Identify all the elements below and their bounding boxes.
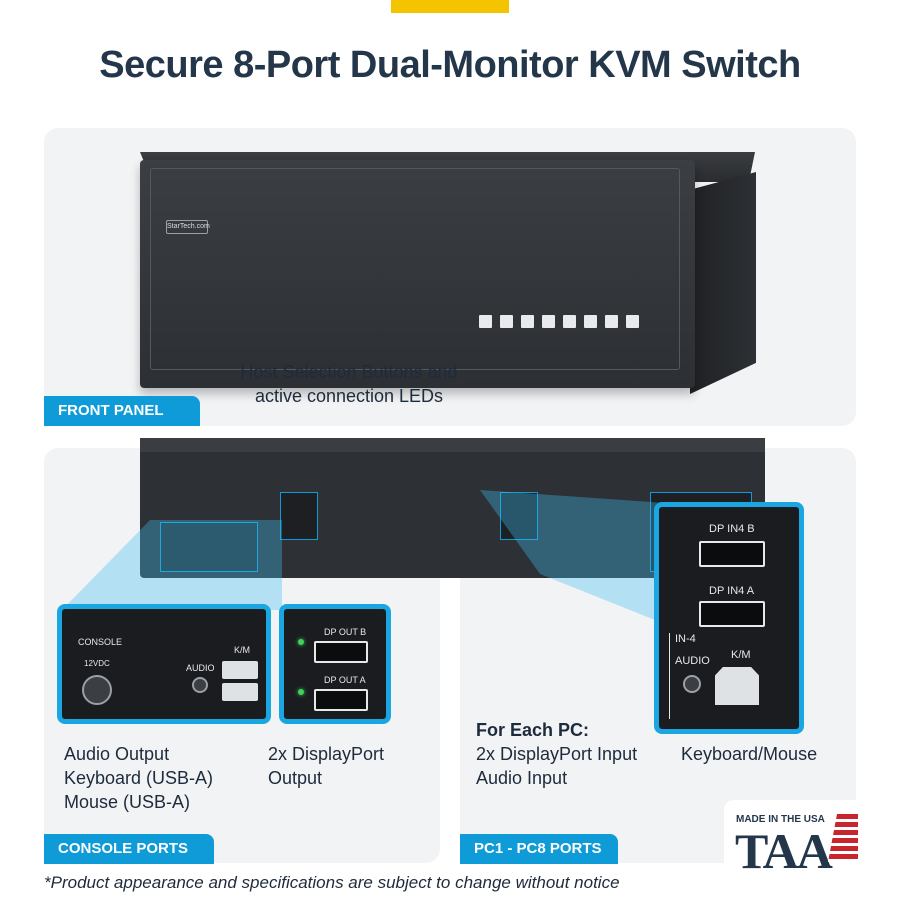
front-caption-line1: Host Selection Buttons and xyxy=(240,362,458,382)
dp-in-b-label: DP IN4 B xyxy=(709,523,755,535)
audio-label: AUDIO xyxy=(186,663,215,673)
host-button xyxy=(521,315,534,328)
console-ports-tag: CONSOLE PORTS xyxy=(44,834,214,864)
device-front-bezel xyxy=(150,168,680,370)
host-button xyxy=(500,315,513,328)
front-panel-tag: FRONT PANEL xyxy=(44,396,200,426)
km-label: K/M xyxy=(234,645,251,655)
pc-audio-jack xyxy=(683,675,701,693)
in-4-label: IN-4 xyxy=(675,633,696,645)
in-divider xyxy=(669,633,670,719)
front-caption: Host Selection Buttons and active connec… xyxy=(224,360,474,408)
console-desc: Audio Output Keyboard (USB-A) Mouse (USB… xyxy=(64,742,213,814)
console-label: CONSOLE xyxy=(78,637,123,647)
desc-line: Audio Input xyxy=(476,768,568,788)
kvm-front-panel-image xyxy=(140,160,695,388)
taa-logo: TAA xyxy=(735,823,833,879)
pc-desc-heading: For Each PC: xyxy=(476,720,590,740)
dp-in-a-port xyxy=(699,601,765,627)
top-accent-bar xyxy=(391,0,509,13)
rear-panel-top xyxy=(140,438,765,452)
desc-line: Output xyxy=(268,768,323,788)
pc-desc: For Each PC: 2x DisplayPort Input Audio … xyxy=(476,718,637,790)
device-side xyxy=(690,172,756,394)
dp-out-a-port xyxy=(314,689,368,711)
pc-km-label: K/M xyxy=(731,649,751,661)
status-led xyxy=(298,689,304,695)
dp-in-a-label: DP IN4 A xyxy=(709,585,755,597)
brand-logo: StarTech.com xyxy=(166,220,210,234)
km-desc: Keyboard/Mouse xyxy=(681,744,818,764)
host-button xyxy=(542,315,555,328)
power-label: 12VDC xyxy=(84,659,110,668)
desc-line: Audio Output xyxy=(64,744,170,764)
page-title: Secure 8-Port Dual-Monitor KVM Switch xyxy=(99,44,801,86)
host-button xyxy=(563,315,576,328)
host-button xyxy=(626,315,639,328)
made-in-usa-label: MADE IN THE USA xyxy=(736,814,825,825)
footer-disclaimer: *Product appearance and specifications a… xyxy=(44,873,620,892)
pc-ports-zoom: DP IN4 B DP IN4 A IN-4 AUDIO K/M xyxy=(654,502,804,734)
host-button xyxy=(479,315,492,328)
host-selection-buttons xyxy=(479,315,639,329)
front-caption-line2: active connection LEDs xyxy=(254,386,444,406)
status-led xyxy=(298,639,304,645)
dp-in-b-port xyxy=(699,541,765,567)
dp-out-b-label: DP OUT B xyxy=(324,627,367,637)
host-button xyxy=(605,315,618,328)
usb-b-port xyxy=(715,667,759,705)
pc-audio-label: AUDIO xyxy=(675,655,710,667)
audio-jack xyxy=(192,677,208,693)
usb-a-port xyxy=(222,683,258,701)
dp-out-b-port xyxy=(314,641,368,663)
dp-out-zoom: DP OUT B DP OUT A xyxy=(279,604,391,724)
desc-line: Keyboard (USB-A) xyxy=(64,768,214,788)
desc-line: Mouse (USB-A) xyxy=(64,792,191,812)
dp-out-a-label: DP OUT A xyxy=(324,675,366,685)
console-ports-zoom: CONSOLE 12VDC AUDIO K/M xyxy=(57,604,271,724)
dp-out-desc: 2x DisplayPort Output xyxy=(268,742,384,790)
desc-line: 2x DisplayPort xyxy=(268,744,385,764)
desc-line: 2x DisplayPort Input xyxy=(476,744,638,764)
power-jack xyxy=(82,675,112,705)
usb-a-port xyxy=(222,661,258,679)
pc-ports-tag: PC1 - PC8 PORTS xyxy=(460,834,618,864)
host-button xyxy=(584,315,597,328)
